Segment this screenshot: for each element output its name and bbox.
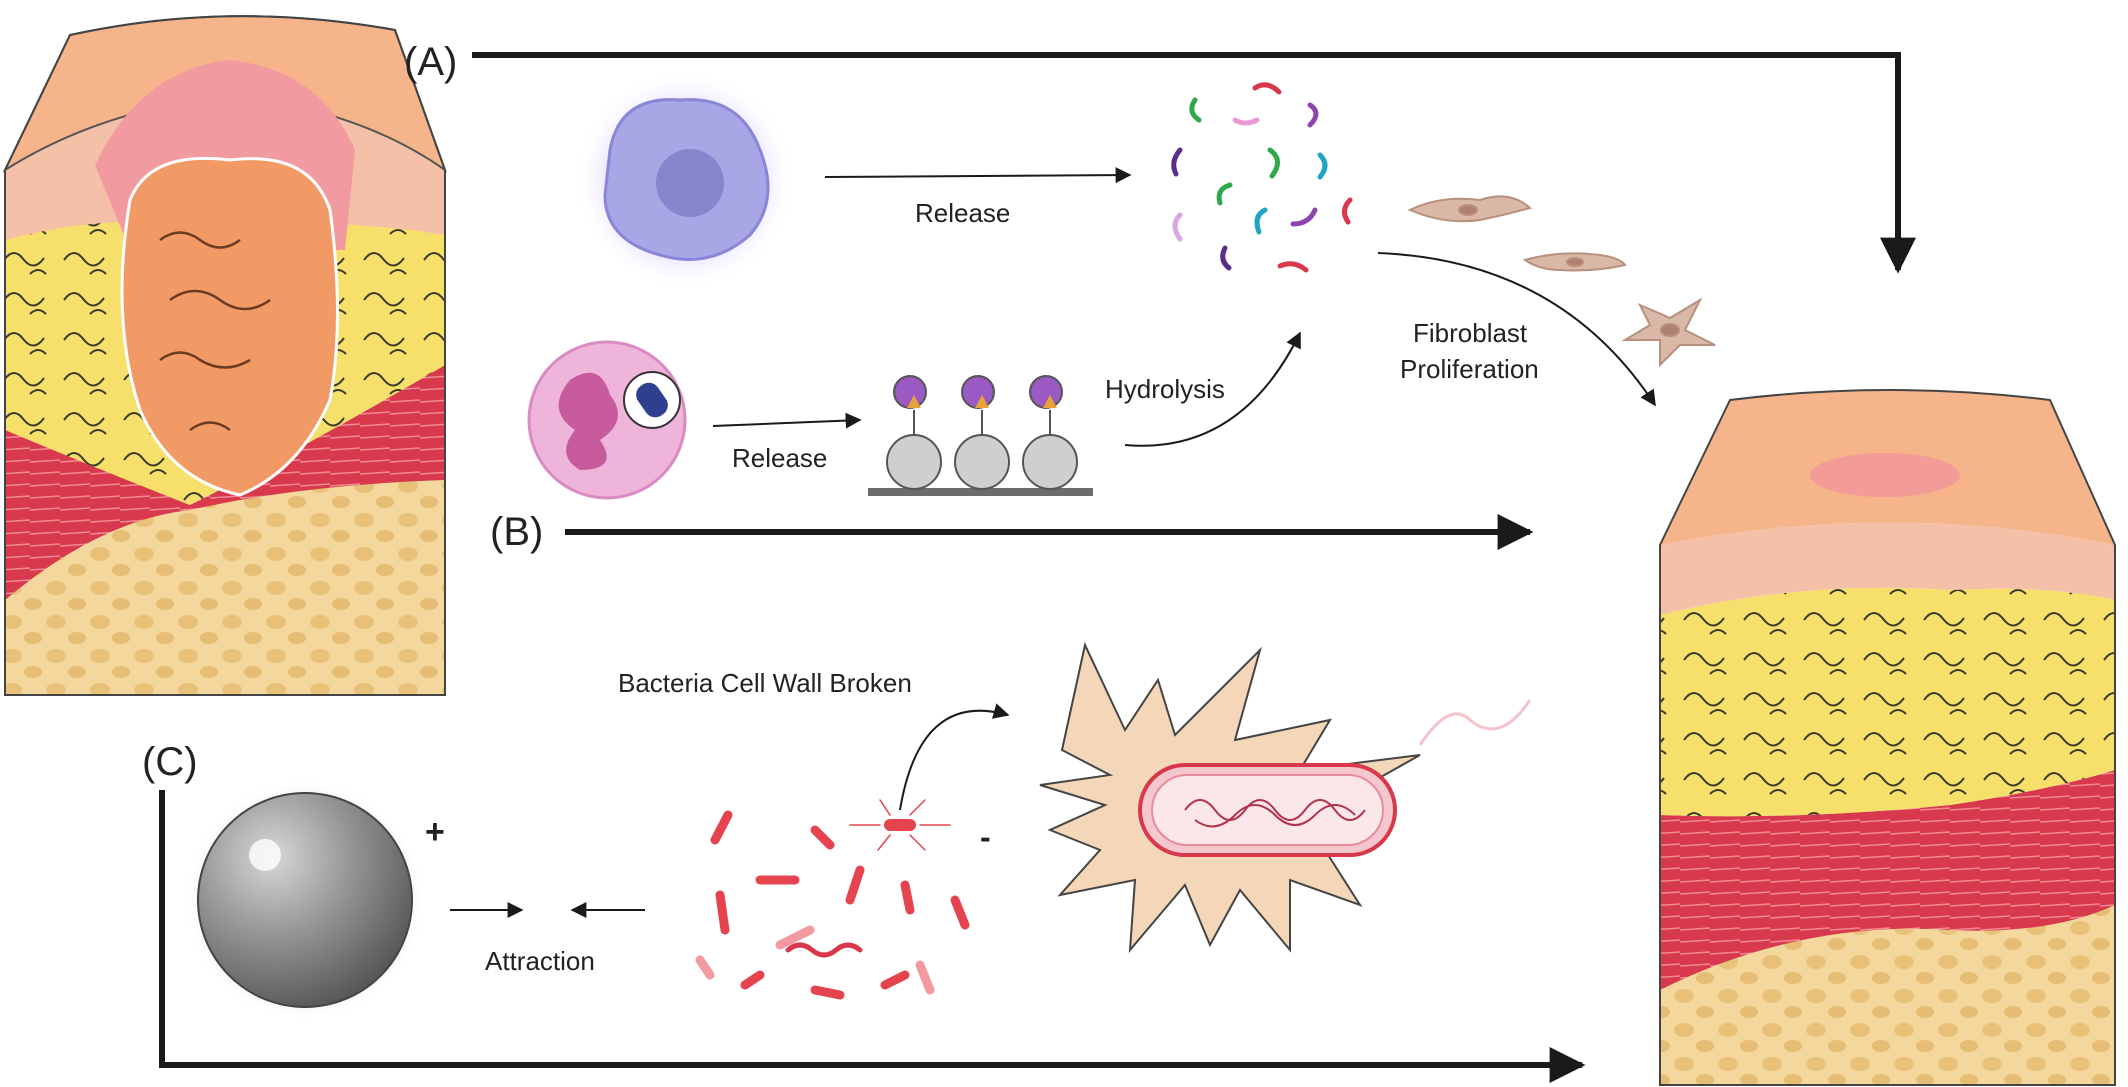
wound-tissue-section <box>2 15 448 696</box>
bacteria-cluster <box>695 799 970 1000</box>
panel-label-b: (B) <box>490 510 543 554</box>
cell-wall-broken-arrow <box>899 703 1010 811</box>
healed-dermis-layer <box>1660 522 2115 615</box>
positive-charge-label: + <box>425 813 445 851</box>
panel-label-a: (A) <box>404 40 457 84</box>
cytokine-fragments <box>1171 82 1353 273</box>
neutrophil-cell <box>527 340 687 500</box>
release-label-mid: Release <box>732 443 827 473</box>
arrow-c-path <box>159 790 1586 1083</box>
arrow-a-path <box>472 52 1916 274</box>
healed-fat-layer <box>1660 587 2115 817</box>
healed-tissue-section <box>1659 389 2116 1086</box>
wound-bed <box>120 156 339 497</box>
macrophage-cell <box>575 70 795 290</box>
healed-muscle-layer <box>1660 770 2115 990</box>
hydrolysis-arrow <box>1124 331 1301 447</box>
hydrolysis-label: Hydrolysis <box>1105 374 1225 404</box>
release-arrow-mid <box>712 412 862 429</box>
negative-charge-label: - <box>980 819 991 855</box>
muscle-layer <box>5 365 445 600</box>
burst-bacterium <box>1039 641 1532 953</box>
bacteria-wall-label: Bacteria Cell Wall Broken <box>618 668 912 698</box>
substrate-receptors <box>868 375 1093 496</box>
panel-label-c: (C) <box>142 740 198 784</box>
attraction-label: Attraction <box>485 946 595 976</box>
positive-sphere <box>183 778 427 1022</box>
fibroblast-cells <box>1407 195 1716 368</box>
release-label-top: Release <box>915 198 1010 228</box>
proliferation-arrow <box>1377 252 1656 407</box>
healed-scar <box>1810 453 1960 497</box>
release-arrow-top <box>824 167 1132 184</box>
fibroblast-label-line1: Fibroblast <box>1413 318 1528 348</box>
fibroblast-label-line2: Proliferation <box>1400 354 1539 384</box>
